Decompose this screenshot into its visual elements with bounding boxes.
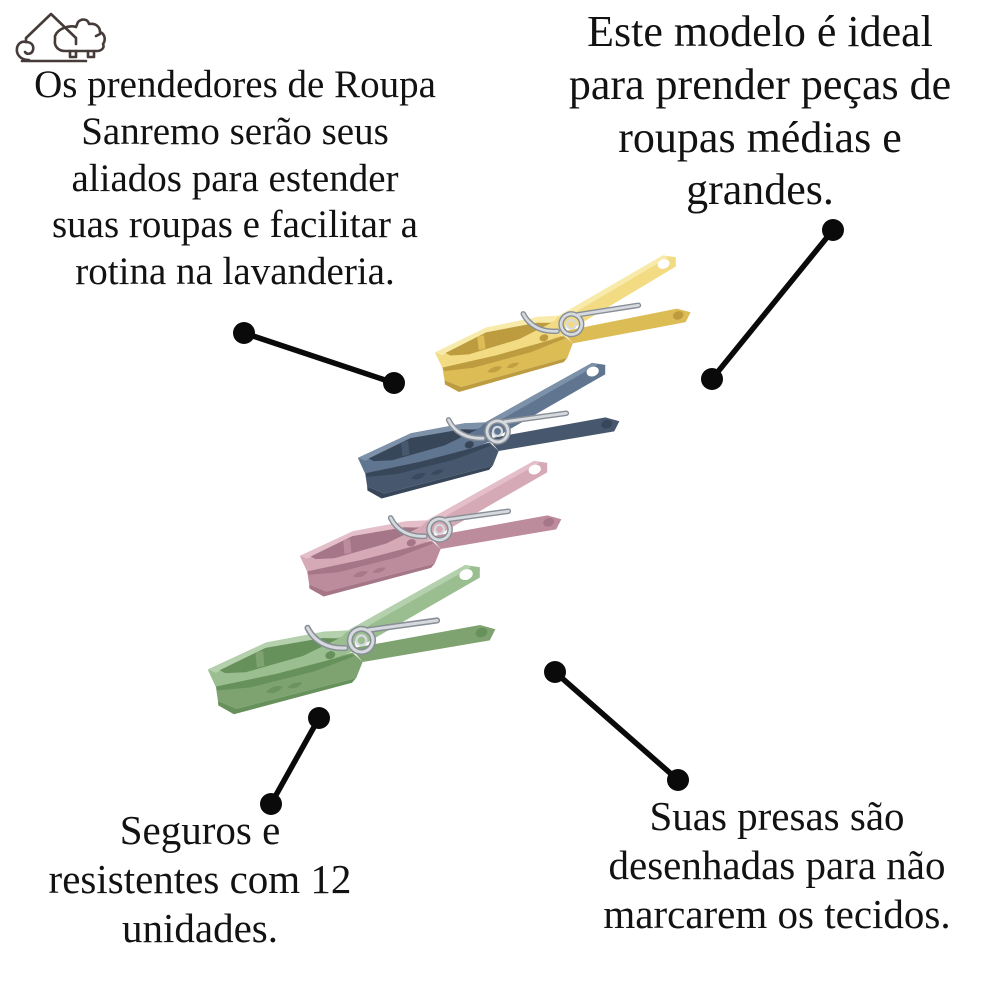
callout-dot — [233, 322, 255, 344]
logo-curl — [23, 40, 35, 56]
callout-dot — [383, 372, 405, 394]
annotation-intro-text: Os prendedores de Roupa Sanremo serão se… — [34, 63, 436, 294]
callout-connector-4 — [544, 661, 689, 791]
yellow-clothespin — [434, 255, 691, 392]
green-clothespin — [207, 565, 496, 715]
logo-animal-outline — [53, 18, 106, 53]
annotation-model-text: Este modelo é ideal para prender peças d… — [568, 7, 952, 215]
pink-clothespin — [299, 460, 562, 597]
callout-line — [709, 228, 836, 381]
callout-line — [268, 716, 322, 806]
brand-logo-icon — [15, 12, 106, 63]
callout-connector-2 — [701, 219, 844, 390]
callout-dot — [701, 368, 723, 390]
callout-dot — [667, 769, 689, 791]
callout-dot — [260, 793, 282, 815]
annotation-jaws-text: Suas presas são desenhadas para não marc… — [603, 793, 951, 938]
callout-dot — [544, 661, 566, 683]
callout-connector-1 — [233, 322, 405, 394]
callout-dot — [822, 219, 844, 241]
blue-clothespin — [357, 362, 620, 499]
callout-line — [553, 669, 680, 783]
callout-dot — [308, 707, 330, 729]
callout-connector-3 — [260, 707, 330, 815]
logo-animal-legs — [68, 32, 102, 59]
annotation-quantity-text: Seguros e resistentes com 12 unidades. — [48, 807, 352, 952]
callout-line — [243, 330, 395, 386]
